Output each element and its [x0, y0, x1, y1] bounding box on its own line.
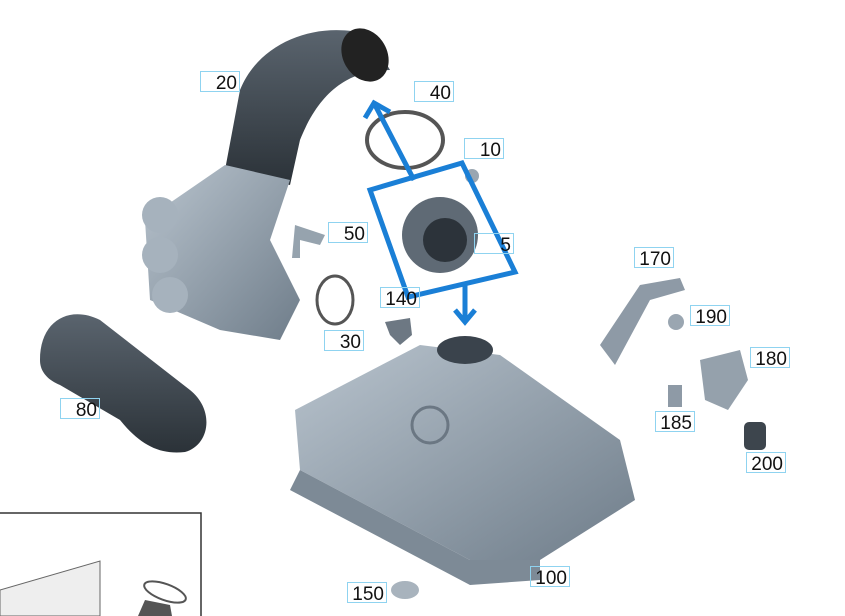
callout-20[interactable]: 20	[200, 71, 240, 94]
callout-10[interactable]: 10	[464, 138, 504, 161]
part-clamp-30[interactable]	[315, 274, 355, 326]
part-air-duct[interactable]	[40, 314, 207, 453]
callout-180[interactable]: 180	[750, 347, 790, 370]
inset-box	[0, 512, 202, 616]
part-connector-50[interactable]	[292, 225, 325, 258]
part-intake-hose[interactable]	[142, 20, 398, 340]
callout-190[interactable]: 190	[690, 305, 730, 328]
part-grommet-150[interactable]	[391, 581, 419, 599]
callout-80[interactable]: 80	[60, 398, 100, 421]
part-sensor-140[interactable]	[385, 318, 412, 345]
callout-200[interactable]: 200	[746, 452, 786, 475]
callout-150[interactable]: 150	[347, 582, 387, 605]
callout-30[interactable]: 30	[324, 330, 364, 353]
part-nut-190[interactable]	[668, 314, 684, 330]
part-air-mass-sensor[interactable]	[402, 169, 479, 273]
callout-100[interactable]: 100	[530, 566, 570, 589]
part-bracket-170[interactable]	[600, 278, 685, 365]
callout-40[interactable]: 40	[414, 81, 454, 104]
callout-5[interactable]: 5	[474, 233, 514, 256]
part-mount-200[interactable]	[744, 422, 766, 450]
callout-140[interactable]: 140	[380, 287, 420, 310]
part-air-filter-housing[interactable]	[290, 336, 635, 585]
highlight-frame	[362, 99, 519, 326]
callout-170[interactable]: 170	[634, 247, 674, 270]
part-bracket-180[interactable]	[700, 350, 748, 410]
callout-50[interactable]: 50	[328, 222, 368, 245]
callout-185[interactable]: 185	[655, 411, 695, 434]
part-bolt-185[interactable]	[668, 385, 682, 407]
